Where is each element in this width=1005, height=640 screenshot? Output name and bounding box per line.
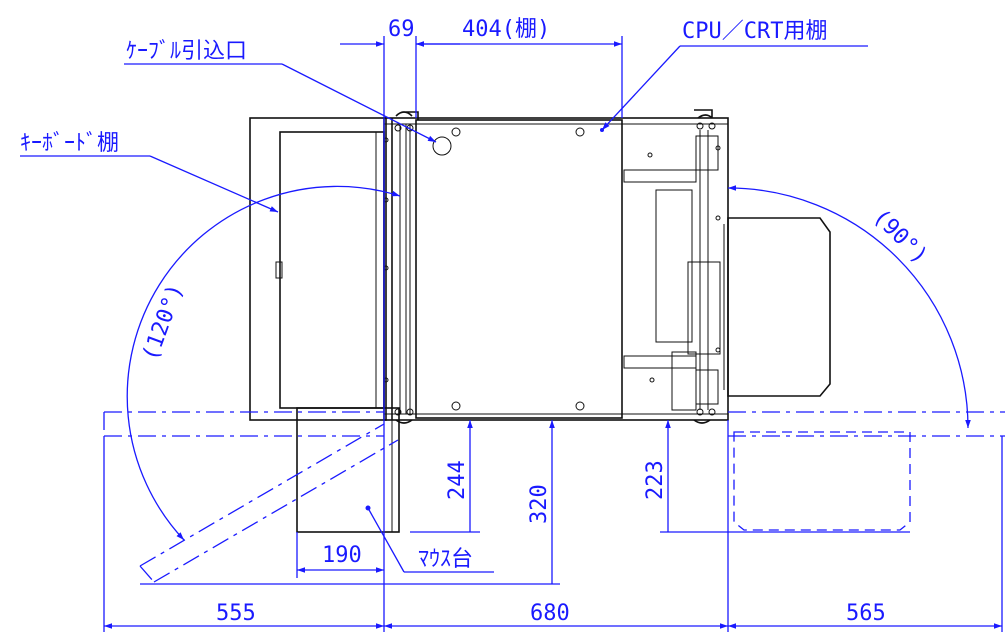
- dim-320: 320: [527, 484, 552, 524]
- dim-680: 680: [530, 601, 570, 626]
- label-cpu-crt-shelf: CPU／CRT用棚: [682, 19, 827, 44]
- angle-120: (120°): [138, 281, 189, 364]
- dim-244: 244: [445, 460, 470, 500]
- cabinet-outline: [383, 109, 729, 424]
- dim-223: 223: [643, 460, 668, 500]
- crt-monitor-outline: [723, 217, 831, 397]
- label-mouse-stand: ﾏｳｽ台: [418, 547, 473, 572]
- dim-404: 404(棚): [462, 17, 550, 42]
- dim-565: 565: [846, 601, 886, 626]
- dim-69: 69: [388, 17, 415, 42]
- keyboard-shelf-outline: [249, 117, 389, 421]
- swing-outlines: [103, 185, 1005, 583]
- label-keyboard-shelf: ｷｰﾎﾞｰﾄﾞ棚: [20, 131, 119, 156]
- dim-190: 190: [322, 543, 362, 568]
- label-cable-inlet: ｹｰﾌﾞﾙ引込口: [126, 39, 247, 64]
- leader-lines: [20, 45, 868, 573]
- dim-555: 555: [216, 601, 256, 626]
- dimension-lines: [103, 36, 1003, 632]
- angle-90: (90°): [868, 205, 933, 270]
